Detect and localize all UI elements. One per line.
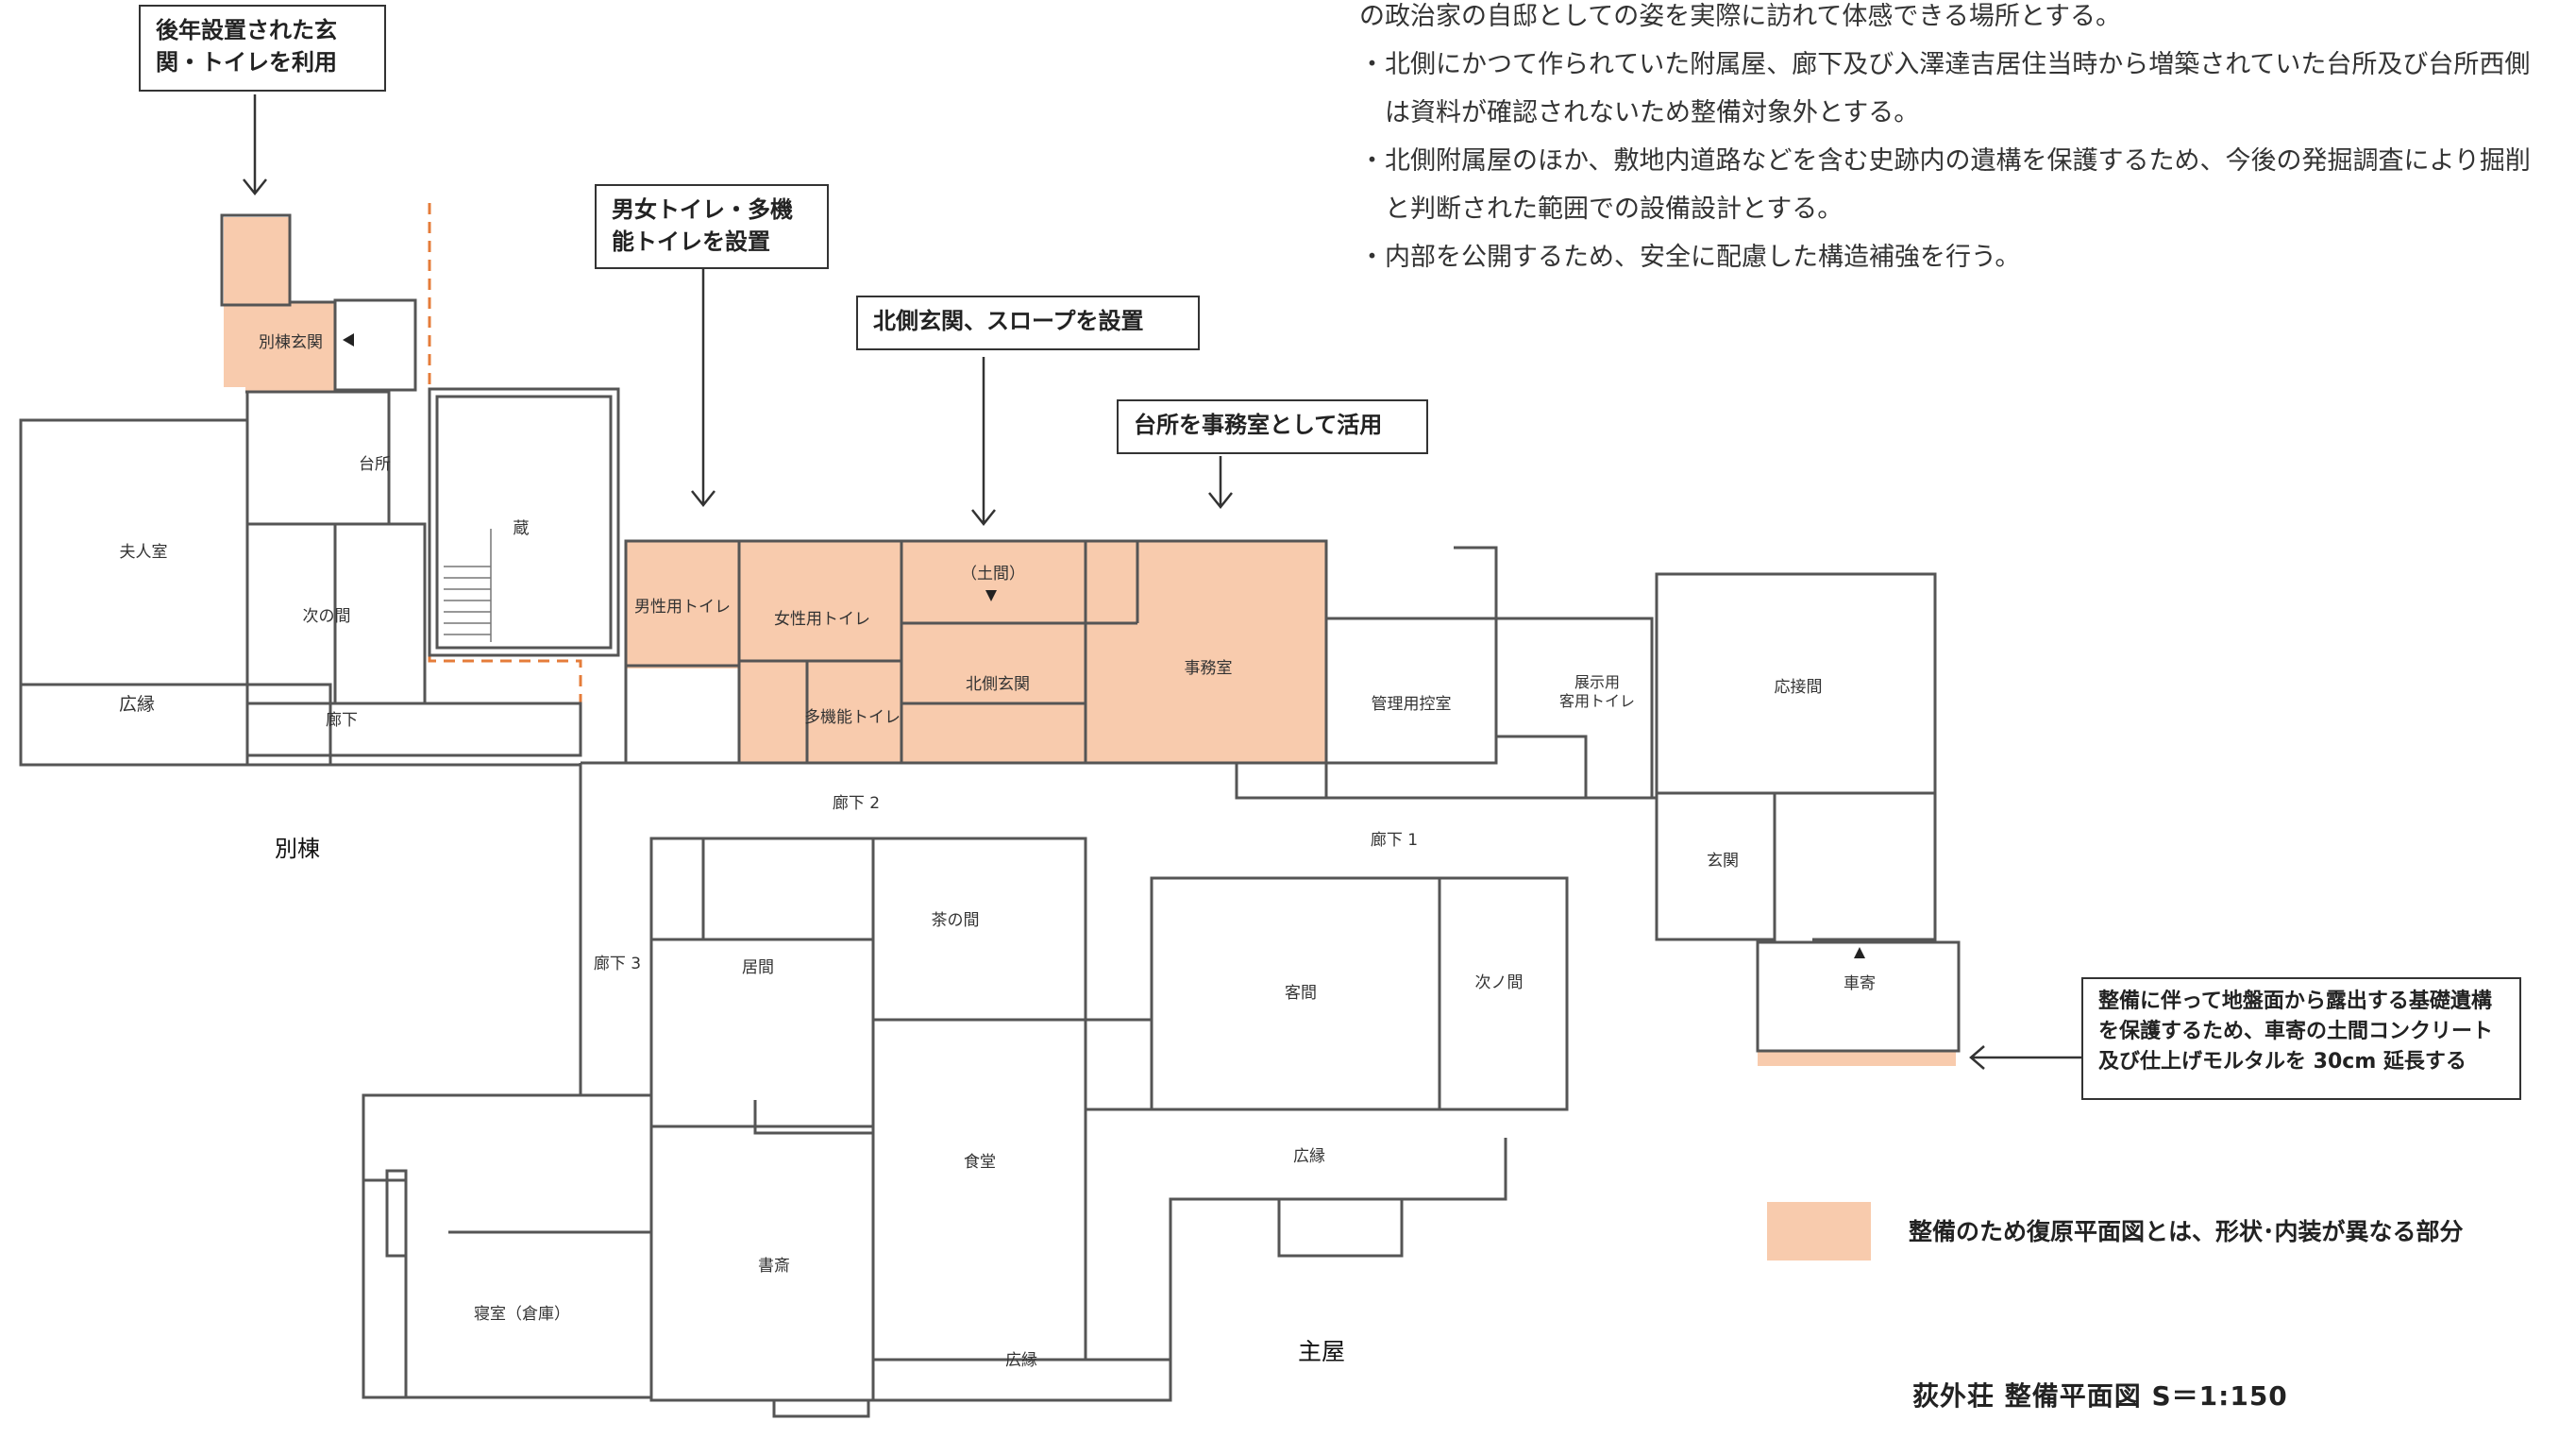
legend-swatch <box>1767 1202 1871 1260</box>
room-label: （土間） <box>961 565 1025 584</box>
callout-text: 整備に伴って地盤面から露出する基礎遺構を保護するため、車寄の土間コンクリート及び… <box>2098 990 2494 1074</box>
highlight-male-toilet <box>626 541 739 668</box>
highlight-areas <box>224 217 1956 1066</box>
highlight-porch-extension <box>1758 1051 1956 1066</box>
note-line: の政治家の自邸としての姿を実際に訪れて体感できる場所とする。 <box>1359 2 2122 31</box>
highlight-annex-entrance <box>245 302 335 392</box>
room-label: 廊下 1 <box>1371 831 1418 850</box>
room-label: 広縁 <box>1293 1147 1325 1166</box>
room-label: 別棟 <box>275 836 320 862</box>
room-label: 女性用トイレ <box>774 610 870 629</box>
room-label: 玄関 <box>1707 852 1739 871</box>
walls <box>19 213 1961 1418</box>
legend-text: 整備のため復原平面図とは、形状･内装が異なる部分 <box>1909 1218 2464 1245</box>
room-label: 広縁 <box>1005 1351 1037 1370</box>
room-label: 事務室 <box>1185 659 1233 678</box>
highlight-female-toilet <box>739 541 901 763</box>
callout-toilets: 男女トイレ・多機能トイレを設置 <box>595 184 829 269</box>
room-label: 寝室（倉庫） <box>474 1304 570 1324</box>
room-label: 展示用 <box>1574 673 1620 691</box>
entrance-markers <box>343 333 1865 958</box>
room-label: 次ノ間 <box>1475 973 1524 992</box>
note-line: は資料が確認されないため整備対象外とする。 <box>1359 98 1920 127</box>
note-line: と判断された範囲での設備設計とする。 <box>1359 195 1844 224</box>
room-label: 男性用トイレ <box>634 598 731 617</box>
room-label: 別棟玄関 <box>259 333 323 352</box>
room-label: 次の間 <box>303 607 351 626</box>
note-line: ・内部を公開するため、安全に配慮した構造補強を行う。 <box>1359 243 2021 272</box>
room-labels: 別棟玄関 台所 蔵 夫人室 次の間 広縁 廊下 別棟 男性用トイレ 女性用トイレ… <box>119 333 1876 1370</box>
callout-arrows <box>243 94 2081 1070</box>
room-label: 客間 <box>1285 984 1317 1003</box>
callout-foundation: 整備に伴って地盤面から露出する基礎遺構を保護するため、車寄の土間コンクリート及び… <box>2081 977 2521 1100</box>
highlight-north-entrance <box>901 541 1086 763</box>
room-label: 居間 <box>742 958 774 977</box>
room-label: 廊下 2 <box>833 794 880 813</box>
room-label: 廊下 <box>326 711 358 730</box>
callout-kitchen-office: 台所を事務室として活用 <box>1117 399 1428 454</box>
note-line: ・北側にかつて作られていた附属屋、廊下及び入澤達吉居住当時から増築されていた台所… <box>1359 50 2531 79</box>
callout-annex-entrance: 後年設置された玄関・トイレを利用 <box>139 5 386 92</box>
room-label: 台所 <box>359 455 391 474</box>
room-label: 応接間 <box>1775 678 1823 697</box>
room-label: 北側玄関 <box>966 675 1030 694</box>
drawing-title: 荻外荘 整備平面図 S＝1:150 <box>1912 1380 2288 1412</box>
room-label: 管理用控室 <box>1372 695 1452 714</box>
room-label: 夫人室 <box>120 543 168 562</box>
room-label: 車寄 <box>1844 974 1876 993</box>
callout-text: 後年設置された玄関・トイレを利用 <box>156 17 337 76</box>
room-label: 広縁 <box>119 694 155 715</box>
callout-text: 男女トイレ・多機能トイレを設置 <box>612 196 793 255</box>
room-label: 書斎 <box>758 1257 790 1276</box>
highlight-office <box>1086 541 1326 763</box>
callout-text: 台所を事務室として活用 <box>1134 412 1383 438</box>
dashed-boundary <box>428 203 582 755</box>
note-line: ・北側附属屋のほか、敷地内道路などを含む史跡内の遺構を保護するため、今後の発掘調… <box>1359 146 2531 176</box>
callout-north-entrance: 北側玄関、スロープを設置 <box>856 296 1200 350</box>
room-label: 蔵 <box>514 519 530 538</box>
stair-lines <box>444 529 492 642</box>
callout-text: 北側玄関、スロープを設置 <box>873 308 1144 334</box>
room-label: 多機能トイレ <box>804 708 901 727</box>
notes-block: の政治家の自邸としての姿を実際に訪れて体感できる場所とする。 ・北側にかつて作ら… <box>1359 0 2576 281</box>
room-label: 廊下 3 <box>594 955 641 973</box>
room-label: 客用トイレ <box>1559 692 1635 710</box>
room-label: 食堂 <box>964 1153 996 1172</box>
room-label: 茶の間 <box>932 911 980 930</box>
room-label: 主屋 <box>1298 1338 1345 1365</box>
room-label-hidden: 展示用客用トイレ <box>1593 690 1601 693</box>
